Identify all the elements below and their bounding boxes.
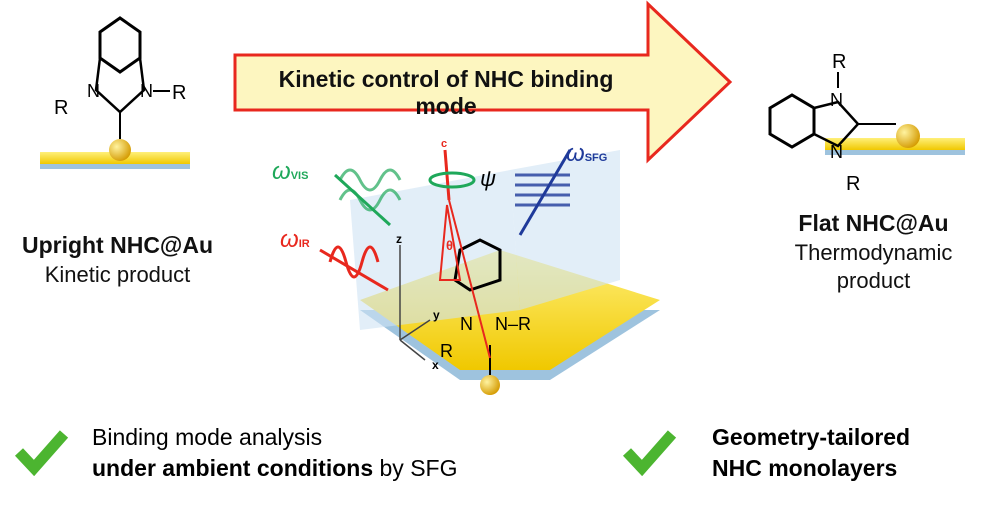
svg-text:R: R bbox=[846, 173, 860, 195]
svg-text:R: R bbox=[832, 51, 846, 73]
svg-text:R: R bbox=[54, 97, 68, 119]
omega-vis-label: ωVIS bbox=[272, 158, 309, 185]
axis-y-label: y bbox=[433, 308, 440, 322]
svg-text:R: R bbox=[440, 341, 453, 361]
bottom-right-line1: Geometry-tailored bbox=[712, 424, 911, 450]
axis-c-label: c bbox=[441, 138, 448, 150]
check-icon bbox=[14, 430, 69, 476]
omega-sfg-label: ωSFG bbox=[566, 140, 608, 167]
theta-label: θ bbox=[446, 238, 454, 253]
bottom-left-line1: Binding mode analysis bbox=[92, 424, 323, 450]
svg-text:N–R: N–R bbox=[495, 314, 531, 334]
svg-text:R: R bbox=[172, 82, 186, 104]
axis-x-label: x bbox=[432, 358, 439, 372]
flat-nhc-structure: N N R R bbox=[768, 51, 965, 195]
flat-subtitle-2: product bbox=[836, 268, 911, 293]
psi-label: ψ bbox=[480, 166, 497, 191]
omega-ir-label: ωIR bbox=[280, 226, 310, 253]
upright-subtitle: Kinetic product bbox=[44, 262, 191, 287]
upright-title: Upright NHC@Au bbox=[21, 232, 214, 258]
kinetic-control-arrow bbox=[233, 0, 733, 164]
sfg-setup-illustration: N N–R R bbox=[319, 149, 660, 395]
svg-text:N: N bbox=[830, 142, 843, 162]
arrow-label: Kinetic control of NHC binding mode bbox=[278, 66, 614, 119]
axis-z-label: z bbox=[396, 232, 402, 246]
bottom-right-text: Geometry-tailored NHC monolayers bbox=[712, 422, 910, 484]
check-icon bbox=[622, 430, 677, 476]
svg-text:N: N bbox=[830, 90, 843, 110]
svg-text:N: N bbox=[140, 81, 153, 101]
svg-text:N: N bbox=[460, 314, 473, 334]
flat-title: Flat NHC@Au bbox=[798, 210, 949, 236]
bottom-left-text: Binding mode analysis under ambient cond… bbox=[92, 422, 457, 484]
svg-text:N: N bbox=[87, 81, 100, 101]
flat-subtitle-1: Thermodynamic bbox=[794, 240, 953, 265]
bottom-right-line2: NHC monolayers bbox=[712, 455, 898, 481]
bottom-left-line2: under ambient conditions by SFG bbox=[92, 455, 458, 481]
